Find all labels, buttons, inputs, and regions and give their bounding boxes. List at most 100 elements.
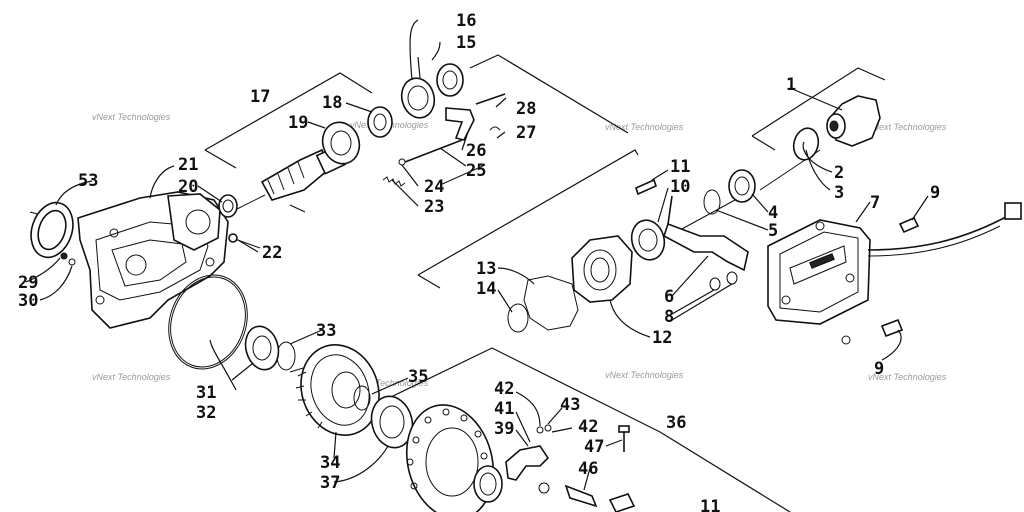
callout-28: 28 [516, 99, 536, 119]
callout-32: 32 [196, 403, 216, 423]
watermark: vNext Technologies [868, 122, 947, 132]
snap-ring-33 [276, 341, 296, 371]
pin-22 [228, 233, 238, 243]
o-ring-31 [168, 274, 248, 370]
ring-35 [353, 385, 371, 411]
bolt-9 [898, 216, 920, 234]
callout-3: 3 [834, 183, 844, 203]
lever-41 [505, 445, 550, 481]
watermark: vNext Technologies [605, 122, 684, 132]
bracket-36-top [359, 347, 661, 433]
watermark: vNext Technologies [605, 370, 684, 380]
watermark: vNext Technologies [92, 112, 171, 122]
washer-30 [68, 258, 76, 266]
callout-47: 47 [584, 437, 604, 457]
bearing-10 [630, 219, 666, 261]
bracket-17-left [204, 149, 237, 169]
callout-42-right: 42 [578, 417, 598, 437]
shift-fork-26 [445, 107, 475, 141]
bracket-6-arm [667, 195, 673, 225]
callout-26: 26 [466, 141, 486, 161]
wire-harness [867, 213, 1013, 251]
ring-gear-34 [295, 344, 380, 436]
plug-29 [60, 252, 68, 260]
group-brackets [204, 54, 886, 512]
housing-21 [77, 191, 229, 329]
callout-46: 46 [578, 459, 598, 479]
callout-17: 17 [250, 87, 270, 107]
ring-3 [792, 127, 820, 161]
bracket-6 [663, 222, 749, 272]
seal-53 [30, 201, 74, 259]
callout-labels: 1 2 3 4 5 6 7 8 9 9 10 11 11 12 13 14 15… [18, 11, 940, 512]
gasket-13 [523, 275, 579, 331]
bracket-28 [469, 54, 629, 134]
axis-line [439, 164, 486, 186]
callout-37: 37 [320, 473, 340, 493]
callout-41: 41 [494, 399, 514, 419]
bearing-31 [244, 325, 280, 371]
bearing-19 [321, 121, 361, 165]
callout-23: 23 [424, 197, 444, 217]
bracket-12-top [417, 149, 639, 276]
callout-2: 2 [834, 163, 844, 183]
callout-11: 11 [670, 157, 690, 177]
bracket-17-lower [289, 204, 306, 213]
actuator-7 [767, 219, 871, 325]
callout-21: 21 [178, 155, 198, 175]
callout-1: 1 [786, 75, 796, 95]
o-ring-32 [170, 276, 246, 368]
callout-14: 14 [476, 279, 496, 299]
clip-42 [544, 424, 552, 432]
bracket-lower [608, 493, 636, 512]
axis-line [234, 194, 266, 211]
watermark: vNext Technologies [868, 372, 947, 382]
callout-30: 30 [18, 291, 38, 311]
bracket-36-right [659, 431, 791, 512]
clip-27 [489, 126, 501, 131]
callout-53: 53 [78, 171, 98, 191]
callout-13: 13 [476, 259, 496, 279]
pin-28 [475, 93, 506, 105]
callout-7: 7 [870, 193, 880, 213]
leader-lines [25, 19, 929, 491]
seal-lower [473, 465, 503, 503]
callout-22: 22 [262, 243, 282, 263]
callout-9: 9 [930, 183, 940, 203]
callout-4: 4 [768, 203, 778, 223]
bracket-17 [204, 72, 373, 151]
wire-harness-2 [867, 225, 1001, 257]
ring-14 [507, 303, 529, 333]
callout-27: 27 [516, 123, 536, 143]
watermark: vNext Technologies [92, 372, 171, 382]
bushing-8 [709, 277, 721, 291]
callout-24: 24 [424, 177, 444, 197]
stud-47-head [618, 425, 630, 433]
callout-43: 43 [560, 395, 580, 415]
callout-34: 34 [320, 453, 340, 473]
callout-8: 8 [664, 307, 674, 327]
bearing-20 [218, 194, 238, 218]
callout-42: 42 [494, 379, 514, 399]
callout-33: 33 [316, 321, 336, 341]
washer-9 [841, 335, 851, 345]
clutch-plate [405, 404, 495, 512]
callout-36: 36 [666, 413, 686, 433]
housing-12 [571, 235, 633, 303]
callout-35: 35 [408, 367, 428, 387]
callout-9-lower: 9 [874, 359, 884, 379]
bearing-16 [400, 77, 436, 119]
snap-ring-5 [703, 189, 721, 215]
washer-24 [398, 158, 406, 166]
spacer-18 [367, 106, 393, 138]
bracket-1 [751, 67, 886, 137]
bracket-12-left [417, 274, 441, 289]
bearing-15 [436, 63, 464, 97]
callout-15: 15 [456, 33, 476, 53]
connector [1004, 202, 1022, 220]
boot-2 [826, 95, 881, 147]
callout-39: 39 [494, 419, 514, 439]
bracket-1-left [751, 135, 776, 151]
